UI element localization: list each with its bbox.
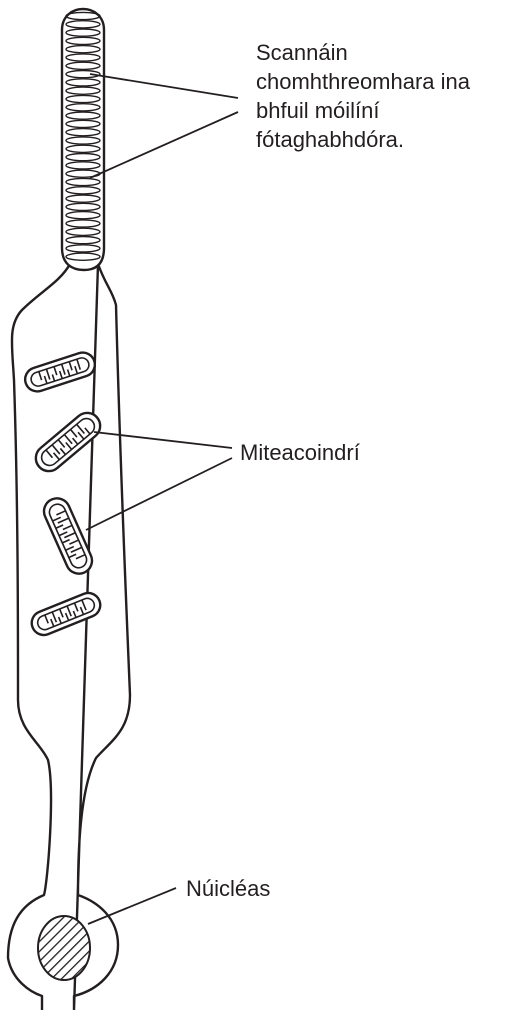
membranes-label: Scannáin chomhthreomhara ina bhfuil móil… xyxy=(256,38,470,154)
membranes-leader-line-2 xyxy=(90,112,238,178)
nucleus-label: Núicléas xyxy=(186,874,270,903)
outer-segment xyxy=(62,9,104,270)
membranes-leader-line-1 xyxy=(90,74,238,98)
nucleus xyxy=(38,916,90,980)
mitochondria-label: Miteacoindrí xyxy=(240,438,360,467)
outer-segment-outline xyxy=(62,9,104,270)
nucleus-leader-line xyxy=(88,888,176,924)
